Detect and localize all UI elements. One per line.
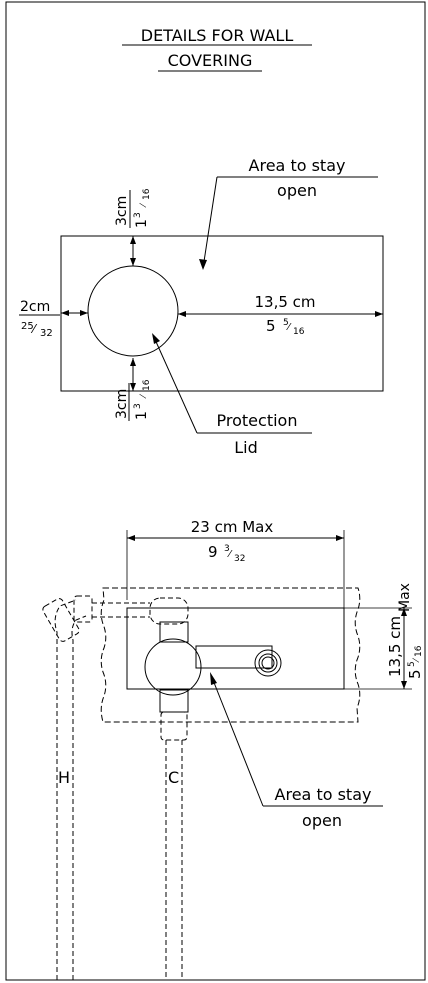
hot-pipe-fitting bbox=[73, 595, 93, 623]
title-line-1: DETAILS FOR WALL bbox=[141, 26, 294, 45]
height-fraction-den: 16 bbox=[414, 645, 424, 657]
top-area-leader bbox=[202, 176, 218, 269]
valve-knob-middle bbox=[258, 653, 278, 673]
cold-pipe-fitting bbox=[160, 711, 188, 741]
valve-body-circle bbox=[144, 638, 202, 696]
top-gap-whole: 1 bbox=[134, 219, 150, 228]
right-gap-whole: 5 bbox=[266, 317, 276, 335]
title-line-2: COVERING bbox=[168, 51, 253, 70]
lid-leader bbox=[152, 334, 198, 434]
width-fraction-slash: ⁄ bbox=[227, 549, 233, 560]
width-fraction-num: 3 bbox=[224, 544, 230, 554]
height-arrow-down bbox=[401, 681, 407, 689]
bottom-gap-whole: 1 bbox=[134, 411, 150, 420]
left-gap-fraction-num: 25 bbox=[21, 321, 34, 332]
top-gap-arrow-up bbox=[130, 236, 136, 244]
valve-top-neck bbox=[159, 621, 189, 643]
sheet-border bbox=[5, 1, 426, 981]
wall-covering-cutout bbox=[100, 587, 361, 723]
left-gap-arrow-left bbox=[61, 310, 69, 316]
width-fraction-den: 32 bbox=[234, 554, 245, 564]
width-arrow-left bbox=[127, 535, 135, 541]
valve-handle-arm bbox=[195, 645, 273, 669]
top-gap-fraction-den: 16 bbox=[142, 188, 152, 200]
bottom-gap-arrow-up bbox=[130, 358, 136, 366]
protection-lid-circle bbox=[87, 265, 179, 357]
bottom-area-label-line-2: open bbox=[302, 811, 342, 830]
valve-bottom-neck bbox=[159, 689, 189, 713]
right-gap-metric: 13,5 cm bbox=[254, 293, 315, 311]
left-gap-fraction-den: 32 bbox=[40, 328, 53, 339]
cold-pipe-elbow bbox=[149, 597, 189, 625]
top-gap-fraction-num: 3 bbox=[133, 212, 143, 218]
bottom-gap-fraction-slash: ⁄ bbox=[139, 393, 149, 399]
width-metric: 23 cm Max bbox=[191, 518, 274, 536]
width-whole: 9 bbox=[208, 543, 218, 561]
lid-leader-arrow bbox=[152, 333, 160, 344]
top-gap-fraction-slash: ⁄ bbox=[139, 202, 149, 208]
hot-pipe-outer bbox=[54, 599, 77, 980]
right-gap-fraction-slash: ⁄ bbox=[286, 322, 292, 333]
valve-knob-outer bbox=[254, 649, 282, 677]
title-block: DETAILS FOR WALL COVERING bbox=[122, 26, 312, 72]
bottom-gap-fraction-num: 3 bbox=[133, 403, 143, 409]
height-max-label: Max bbox=[397, 583, 413, 612]
valve-knob-inner bbox=[261, 656, 275, 670]
top-gap-metric: 3cm bbox=[114, 196, 130, 226]
right-gap-arrow-left bbox=[178, 311, 186, 317]
right-gap-fraction-num: 5 bbox=[283, 318, 289, 328]
lid-label-line-2: Lid bbox=[234, 438, 258, 457]
bottom-gap-fraction-den: 16 bbox=[142, 379, 152, 391]
bottom-open-area-rectangle bbox=[126, 607, 345, 690]
left-gap-fraction-slash: ⁄ bbox=[30, 322, 38, 336]
bottom-area-leader bbox=[210, 674, 264, 807]
height-fraction-slash: ⁄ bbox=[412, 657, 422, 663]
hot-pipe-inner bbox=[71, 615, 87, 980]
left-gap-metric: 2cm bbox=[20, 299, 50, 315]
top-area-label-line-2: open bbox=[277, 181, 317, 200]
width-arrow-right bbox=[336, 535, 344, 541]
bottom-gap-arrow-down bbox=[130, 383, 136, 391]
mixer-valve bbox=[144, 621, 282, 713]
bottom-area-label-line-1: Area to stay bbox=[275, 785, 372, 804]
bottom-diagram: 23 cm Max 9 3 ⁄ 32 13,5 cm 5 5 ⁄ 16 Max … bbox=[42, 518, 424, 980]
cold-pipe-label: C bbox=[168, 768, 179, 787]
height-arrow-up bbox=[401, 608, 407, 616]
height-metric: 13,5 cm bbox=[386, 616, 404, 677]
hot-pipe: H bbox=[42, 595, 150, 980]
lid-label-line-1: Protection bbox=[217, 411, 298, 430]
right-gap-fraction-den: 16 bbox=[293, 327, 305, 337]
height-whole: 5 bbox=[406, 669, 424, 679]
cold-pipe: C bbox=[149, 597, 189, 980]
right-gap-arrow-right bbox=[375, 311, 383, 317]
bottom-area-leader-arrow bbox=[210, 672, 217, 685]
hot-pipe-label: H bbox=[58, 768, 70, 787]
top-diagram: Area to stay open 3cm 1 3 ⁄ 16 2cm 25 ⁄ … bbox=[19, 156, 384, 457]
bottom-gap-metric: 3cm bbox=[114, 389, 130, 419]
top-area-leader-arrow bbox=[199, 259, 207, 270]
top-area-label-line-1: Area to stay bbox=[249, 156, 346, 175]
height-fraction-num: 5 bbox=[407, 661, 417, 667]
left-gap-arrow-right bbox=[80, 310, 88, 316]
top-gap-arrow-down bbox=[130, 258, 136, 266]
hot-pipe-elbow bbox=[42, 598, 80, 642]
